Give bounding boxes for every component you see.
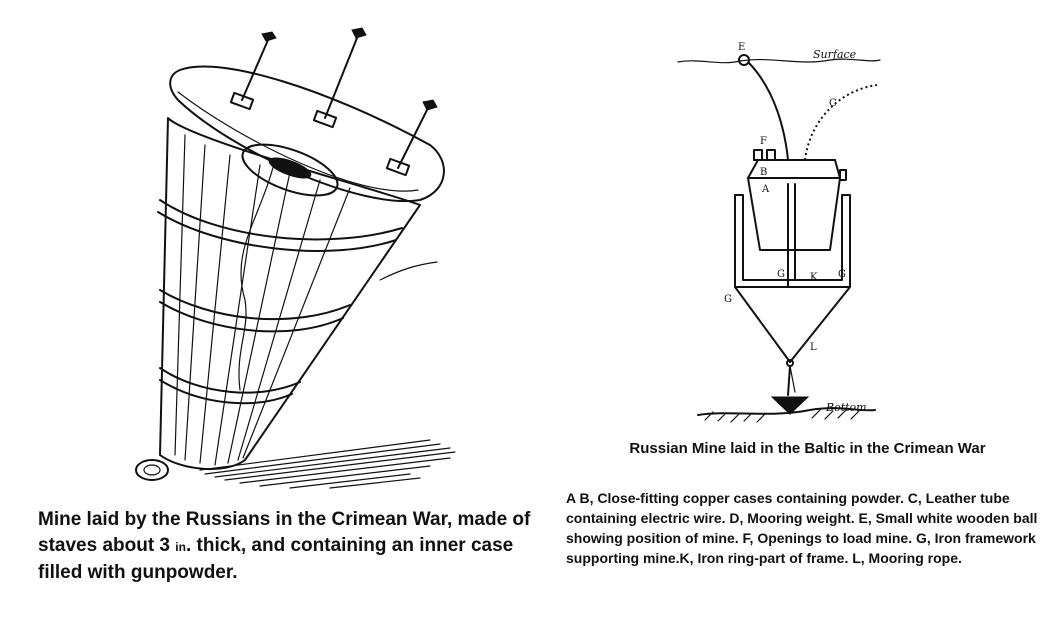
right-figure-title: Russian Mine laid in the Baltic in the C… [629,440,986,457]
mooring-rope-2 [789,365,796,393]
mine-staves [174,134,351,466]
label-g2: G [777,269,785,280]
caption-text-1: Mine laid by the Russians in the Crimean… [38,509,531,556]
float-cable [748,62,789,161]
caption-unit: in [175,540,186,554]
label-g3: G [838,269,846,280]
mine-lid [169,65,445,203]
mine-band [157,211,397,252]
label-a: A [761,184,770,195]
right-figure-legend: A B, Close-fitting copper cases containi… [566,490,1038,566]
loading-opening [766,149,776,161]
mooring-ring-inner [143,464,161,476]
leather-tube [804,84,878,161]
label-e: E [738,42,745,53]
mooring-rope [787,365,791,396]
water-surface-line [677,58,881,64]
iron-frame [734,194,851,288]
charge-opening [268,157,312,179]
trailing-wire [379,261,438,281]
lid-edge [177,91,419,192]
mooring-weight [770,396,810,415]
mine-shadow-hatching [199,439,456,489]
mine-band [159,379,293,405]
label-f: F [760,136,767,147]
inner-plate [241,143,339,197]
surface-label: Surface [813,48,857,61]
case-top-left [747,159,759,179]
side-fitting [839,169,847,181]
mine-band [159,199,403,241]
mine-band [159,301,344,333]
label-c: C [829,98,837,109]
bottom-label: Bottom [825,401,867,414]
mine-band [159,367,301,394]
label-g1: G [724,294,732,305]
frame-cone [734,286,851,363]
copper-case [747,177,841,251]
label-k: K [810,272,818,283]
loading-opening [753,149,763,161]
float-ball [738,54,750,66]
left-figure-caption: Mine laid by the Russians in the Crimean… [38,507,538,586]
mine-band [159,289,351,321]
label-l: L [810,342,817,353]
fuse-wire [238,159,276,391]
caption-text-2: . thick, and containing an inner case fi… [38,535,514,583]
sea-bottom-hatching [704,409,860,423]
baltic-mine-diagram: Surface E C F B A G G K G L [677,42,881,423]
lid-bolts [229,27,438,177]
wooden-mine-illustration [135,27,456,489]
mooring-ring [135,459,169,481]
label-b: B [760,167,767,178]
